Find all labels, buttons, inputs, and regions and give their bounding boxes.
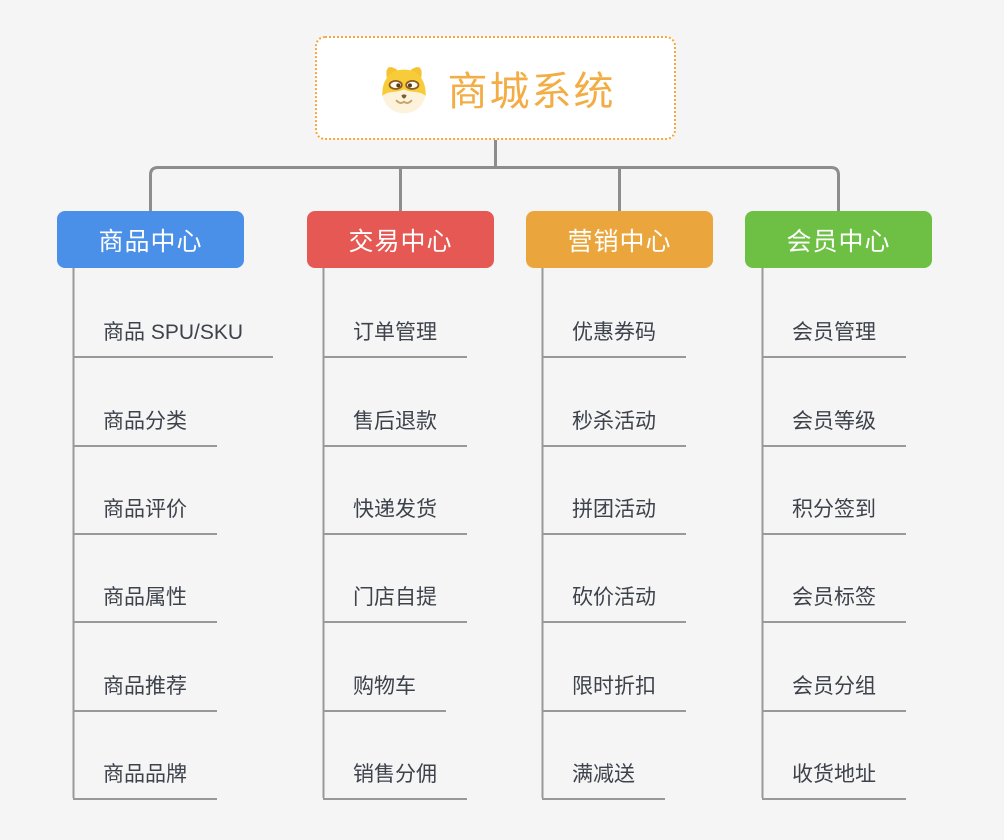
branch-marketing-center[interactable]: 营销中心 xyxy=(526,211,713,268)
root-node[interactable]: 商城系统 xyxy=(315,36,676,140)
leaf-node[interactable]: 订单管理 xyxy=(323,318,467,358)
leaf-node[interactable]: 购物车 xyxy=(323,672,446,712)
leaf-node[interactable]: 秒杀活动 xyxy=(542,407,686,447)
branch-member-center[interactable]: 会员中心 xyxy=(745,211,932,268)
branch-product-center[interactable]: 商品中心 xyxy=(57,211,244,268)
trade-center-items: 订单管理 售后退款 快递发货 门店自提 购物车 销售分佣 xyxy=(323,268,563,808)
leaf-node[interactable]: 拼团活动 xyxy=(542,495,686,535)
leaf-node[interactable]: 快递发货 xyxy=(323,495,467,535)
leaf-node[interactable]: 收货地址 xyxy=(762,760,906,800)
leaf-node[interactable]: 满减送 xyxy=(542,760,665,800)
leaf-node[interactable]: 优惠券码 xyxy=(542,318,686,358)
leaf-node[interactable]: 商品推荐 xyxy=(73,672,217,712)
marketing-center-items: 优惠券码 秒杀活动 拼团活动 砍价活动 限时折扣 满减送 xyxy=(542,268,782,808)
leaf-node[interactable]: 商品属性 xyxy=(73,583,217,623)
root-title: 商城系统 xyxy=(447,70,616,114)
branch-trade-center[interactable]: 交易中心 xyxy=(307,211,494,268)
leaf-node[interactable]: 商品评价 xyxy=(73,495,217,535)
leaf-node[interactable]: 会员分组 xyxy=(762,672,906,712)
doge-icon xyxy=(381,67,426,114)
leaf-node[interactable]: 销售分佣 xyxy=(323,760,467,800)
leaf-node[interactable]: 积分签到 xyxy=(762,495,906,535)
leaf-node[interactable]: 限时折扣 xyxy=(542,672,686,712)
leaf-node[interactable]: 门店自提 xyxy=(323,583,467,623)
leaf-node[interactable]: 会员等级 xyxy=(762,407,906,447)
leaf-node[interactable]: 会员管理 xyxy=(762,318,906,358)
member-center-items: 会员管理 会员等级 积分签到 会员标签 会员分组 收货地址 xyxy=(762,268,1002,808)
leaf-node[interactable]: 商品 SPU/SKU xyxy=(73,318,274,358)
product-center-items: 商品 SPU/SKU 商品分类 商品评价 商品属性 商品推荐 商品品牌 xyxy=(73,268,313,808)
leaf-node[interactable]: 商品分类 xyxy=(73,407,217,447)
leaf-node[interactable]: 售后退款 xyxy=(323,407,467,447)
leaf-node[interactable]: 砍价活动 xyxy=(542,583,686,623)
leaf-node[interactable]: 会员标签 xyxy=(762,583,906,623)
leaf-node[interactable]: 商品品牌 xyxy=(73,760,217,800)
